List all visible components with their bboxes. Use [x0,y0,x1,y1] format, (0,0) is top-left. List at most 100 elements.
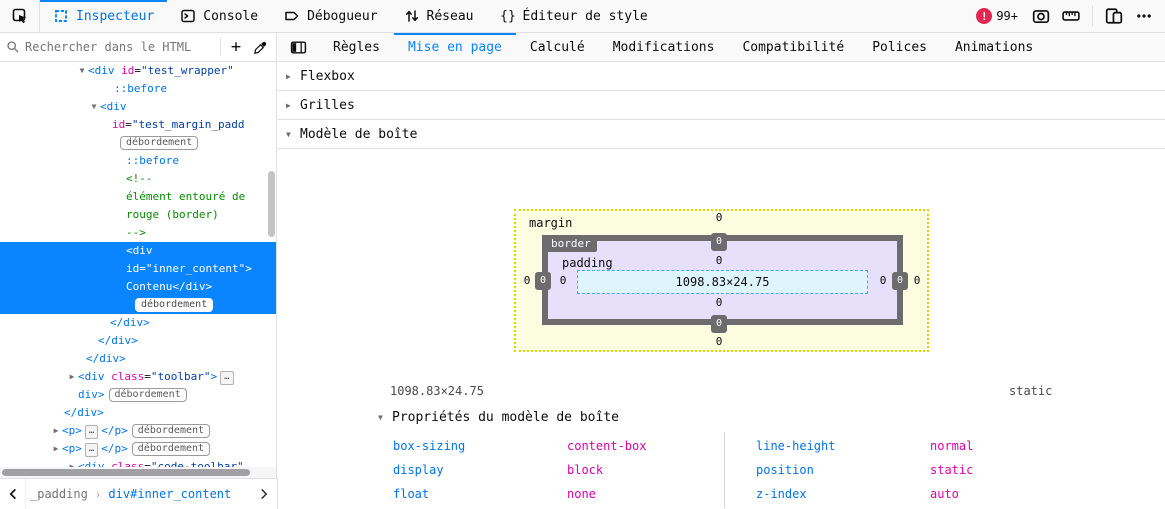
section-grilles[interactable]: ▶ Grilles [278,91,1165,120]
twisty-icon[interactable]: ▶ [53,426,59,435]
property-value[interactable]: static [930,463,974,477]
padding-right-value[interactable]: 0 [879,274,887,287]
overflow-badge[interactable]: débordement [120,136,199,150]
breadcrumb-item-selected[interactable]: div#inner_content [108,487,232,501]
property-value[interactable]: block [567,463,604,477]
markup-node-row[interactable]: </div> [0,404,276,422]
markup-node-row[interactable]: ::before [0,152,276,170]
markup-node-row-selected[interactable]: débordement [0,296,276,314]
padding-left-value[interactable]: 0 [559,274,567,287]
markup-node-row[interactable]: ▶<p>…</p>débordement [0,422,276,440]
breadcrumb-item-parent[interactable]: _padding [30,487,88,501]
sidebar-tab-animations[interactable]: Animations [941,33,1047,61]
top-tab-debogueur[interactable]: Débogueur [271,0,390,32]
overflow-badge[interactable]: débordement [131,424,211,438]
horizontal-scrollbar-thumb[interactable] [2,469,250,476]
add-node-button[interactable]: + [224,35,248,59]
property-name[interactable]: position [756,463,814,477]
markup-node-row[interactable]: <!-- [0,170,276,188]
error-count-badge[interactable]: ! 99+ [970,8,1024,24]
property-name[interactable]: line-height [756,439,836,453]
padding-bottom-value[interactable]: 0 [715,296,723,309]
twisty-icon[interactable]: ▼ [91,102,97,111]
markup-node-row[interactable]: ▼<div [0,98,276,116]
search-input[interactable] [20,40,217,54]
sidebar-tab-compatibilite[interactable]: Compatibilité [728,33,858,61]
horizontal-scrollbar[interactable] [0,467,276,478]
margin-left-value[interactable]: 0 [523,274,531,287]
margin-right-value[interactable]: 0 [913,274,921,287]
sidebar-tab-mise-en-page[interactable]: Mise en page [393,33,516,61]
markup-node-row[interactable]: ▶<p>…</p>débordement [0,440,276,458]
eyedropper-icon [253,40,268,55]
top-tab-inspecteur[interactable]: Inspecteur [40,0,168,32]
node-picker-button[interactable] [0,0,40,32]
twisty-icon[interactable]: ▶ [69,462,75,468]
screenshot-button[interactable] [1028,3,1054,29]
markup-node-row[interactable]: </div> [0,350,276,368]
rulers-button[interactable] [1058,3,1084,29]
markup-node-row[interactable]: </div> [0,332,276,350]
section-flexbox[interactable]: ▶ Flexbox [278,62,1165,91]
box-model-content-box[interactable]: 1098.83×24.75 [577,270,868,294]
property-value[interactable]: none [567,487,596,501]
twisty-icon[interactable]: ▼ [79,66,85,75]
markup-node-row-selected[interactable]: <div [0,242,276,260]
pane-toggle-button[interactable] [278,33,319,61]
twisty-icon[interactable]: ▶ [53,444,59,453]
top-tab-label: Console [203,8,259,24]
markup-node-row[interactable]: rouge (border) [0,206,276,224]
eyedropper-button[interactable] [248,35,272,59]
box-model-properties-header[interactable]: ▼ Propriétés du modèle de boîte [378,410,619,425]
sidebar-tab-regles[interactable]: Règles [319,33,394,61]
markup-node-row-selected[interactable]: Contenu</div> [0,278,276,296]
padding-top-value[interactable]: 0 [715,254,723,267]
property-name[interactable]: display [393,463,444,477]
property-name[interactable]: float [393,487,430,501]
inline-ellipsis-button[interactable]: … [84,425,99,439]
markup-node-row[interactable]: --> [0,224,276,242]
markup-node-row[interactable]: ▶<div class="code-toolbar" [0,458,276,468]
markup-node-row[interactable]: ▼<div id="test_wrapper" [0,62,276,80]
markup-node-row[interactable]: ::before [0,80,276,98]
property-value[interactable]: content-box [567,439,647,453]
overflow-badge[interactable]: débordement [108,388,187,402]
markup-node-row-selected[interactable]: id="inner_content"> [0,260,276,278]
property-name[interactable]: z-index [756,487,807,501]
markup-node-row[interactable]: id="test_margin_padd [0,116,276,134]
markup-node-row[interactable]: </div> [0,314,276,332]
property-value[interactable]: auto [930,487,959,501]
markup-node-row[interactable]: div>débordement [0,386,276,404]
sidebar-tab-calcule[interactable]: Calculé [516,33,599,61]
sidebar-tab-label: Règles [333,39,380,55]
property-name[interactable]: box-sizing [393,439,466,453]
border-bottom-value[interactable]: 0 [711,315,727,333]
responsive-mode-button[interactable] [1101,3,1127,29]
border-right-value[interactable]: 0 [892,272,908,290]
border-left-value[interactable]: 0 [535,272,551,290]
twisty-icon[interactable]: ▶ [69,372,75,381]
margin-bottom-value[interactable]: 0 [715,335,723,348]
inline-ellipsis-button[interactable]: … [220,371,234,385]
sidebar-tab-modifications[interactable]: Modifications [599,33,729,61]
border-top-value[interactable]: 0 [711,233,727,251]
vertical-scrollbar-thumb[interactable] [268,171,275,237]
inline-ellipsis-button[interactable]: … [84,443,99,457]
markup-node-row[interactable]: ▶<div class="toolbar">… [0,368,276,386]
markup-attr: id [121,64,135,77]
top-tab-editeur-de-style[interactable]: {}Éditeur de style [487,0,661,32]
top-tab-reseau[interactable]: Réseau [391,0,487,32]
margin-top-value[interactable]: 0 [715,211,723,224]
sidebar-tab-polices[interactable]: Polices [858,33,941,61]
overflow-badge[interactable]: débordement [135,298,214,312]
devtools-menu-button[interactable] [1131,3,1157,29]
markup-node-row[interactable]: élément entouré de [0,188,276,206]
property-value[interactable]: normal [930,439,974,453]
overflow-badge[interactable]: débordement [131,442,211,456]
breadcrumb-scroll-right-button[interactable] [251,479,277,509]
top-tab-console[interactable]: Console [167,0,271,32]
breadcrumb-scroll-left-button[interactable] [0,479,26,509]
markup-node-row[interactable]: débordement [0,134,276,152]
section-modele-de-boite[interactable]: ▼ Modèle de boîte [278,120,1165,149]
